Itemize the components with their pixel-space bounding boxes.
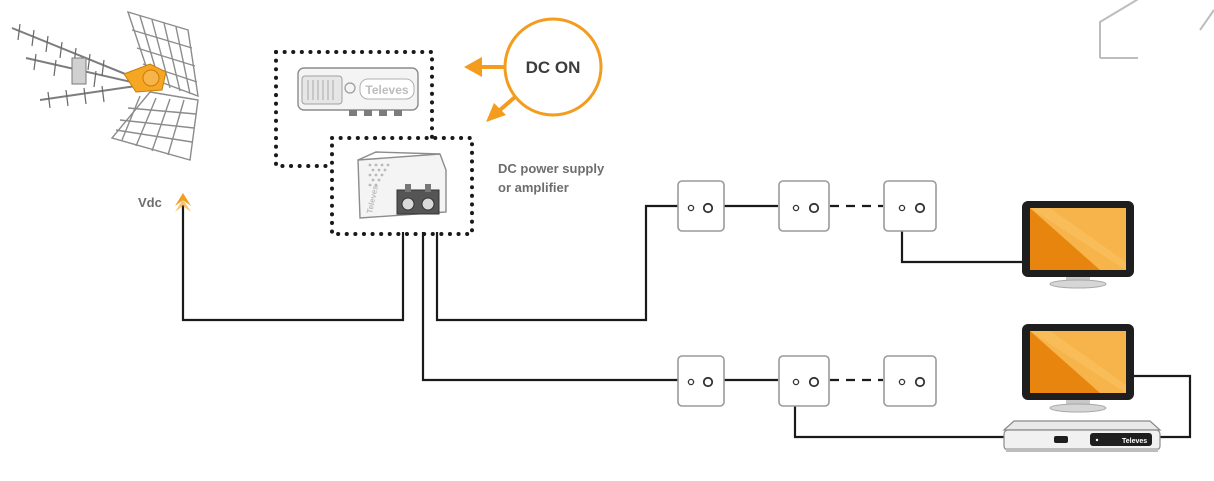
power-supply-label-line2: or amplifier	[498, 180, 569, 195]
tv-icon	[1022, 324, 1134, 413]
wall-socket-icon	[677, 180, 725, 232]
cable-upper-branch	[435, 204, 678, 322]
dc-on-label: DC ON	[526, 58, 581, 77]
wall-socket-icon	[778, 355, 830, 407]
dc-on-callout: DC ON	[464, 17, 603, 122]
set-top-box-logo: Televes	[1122, 438, 1147, 445]
cable-lower-branch	[421, 232, 678, 382]
arrow-icon	[464, 57, 505, 77]
set-top-box-icon: Televes	[1002, 420, 1162, 452]
cable-antenna	[181, 205, 405, 322]
dotted-frames	[274, 50, 474, 236]
wall-sockets	[677, 180, 937, 407]
house-icon	[1099, 0, 1214, 59]
amplifier-icon: Televes	[297, 67, 419, 116]
power-supply-label-line1: DC power supply	[498, 161, 605, 176]
vdc-label: Vdc	[138, 195, 162, 210]
arrow-icon	[486, 95, 517, 122]
cable-stb-tv	[1134, 374, 1192, 439]
arrow-icon	[175, 193, 191, 212]
tv-icon	[1022, 201, 1134, 289]
amplifier-logo: Televes	[365, 83, 408, 97]
cables	[181, 204, 1192, 439]
antenna-icon	[11, 10, 199, 161]
power-supply-icon: Televes	[357, 151, 447, 219]
wall-socket-icon	[883, 355, 937, 407]
wall-socket-icon	[677, 355, 725, 407]
wall-socket-icon	[778, 180, 830, 232]
wall-socket-icon	[883, 180, 937, 232]
